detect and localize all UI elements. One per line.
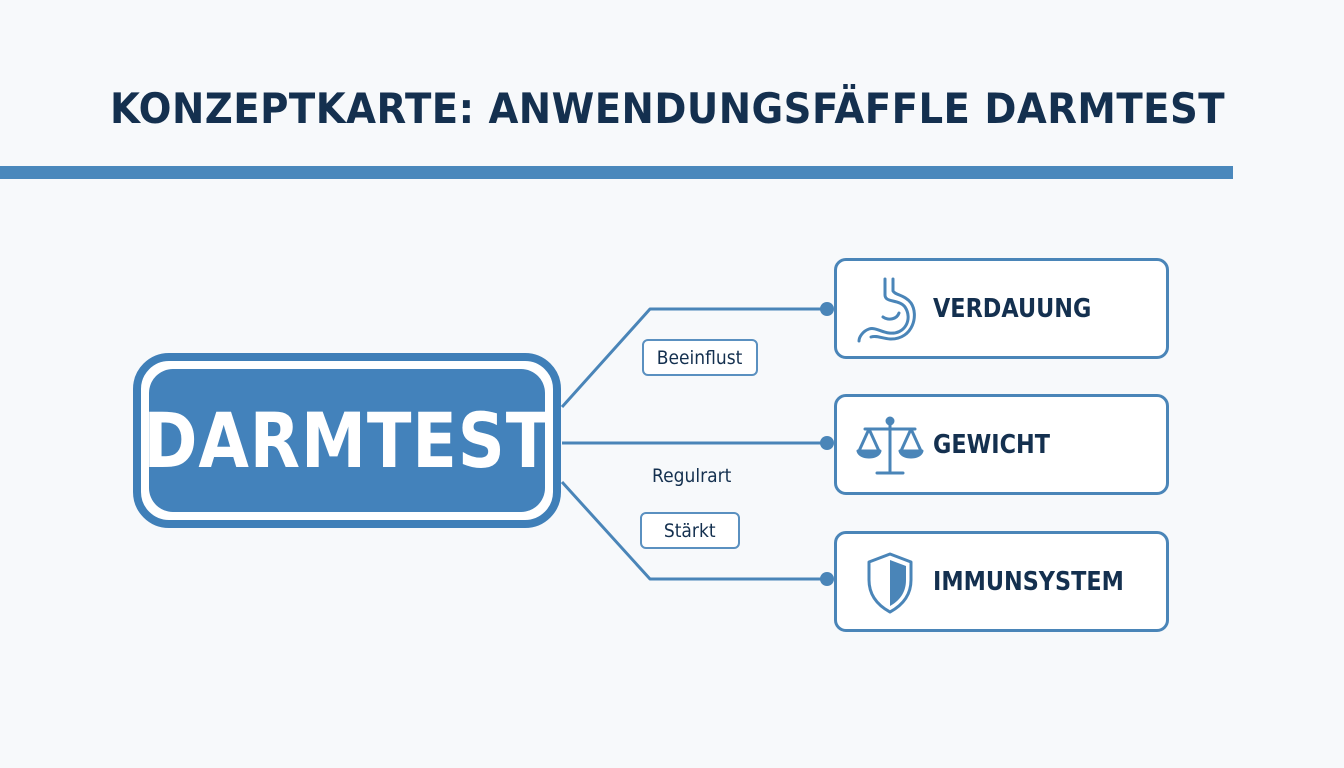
shield-icon [867,552,913,614]
connector-dot-immunsystem [820,572,834,586]
node-gewicht-label: GEWICHT [933,429,1050,460]
central-node[interactable]: DARMTEST [133,353,561,528]
edge-label-beeinflust: Beeinflust [642,339,758,376]
edge-label-staerkt-text: Stärkt [664,519,716,542]
title-divider [0,166,1233,179]
edge-label-staerkt: Stärkt [640,512,740,549]
central-node-label: DARMTEST [143,396,551,485]
connector-dot-gewicht [820,436,834,450]
central-node-fill: DARMTEST [143,369,550,512]
node-immunsystem[interactable]: IMMUNSYSTEM [834,531,1169,632]
edge-label-regulrart-text: Regulrart [652,465,732,487]
connector-immunsystem [560,480,827,581]
node-verdauung[interactable]: VERDAUUNG [834,258,1169,359]
connector-dot-verdauung [820,302,834,316]
page-title: KONZEPTKARTE: ANWENDUNGSFÄFFLE DARMTEST [110,84,1226,133]
node-immunsystem-label: IMMUNSYSTEM [933,566,1124,597]
stomach-icon [857,277,916,343]
node-gewicht[interactable]: GEWICHT [834,394,1169,495]
edge-label-regulrart: Regulrart [652,465,740,487]
connector-verdauung [560,307,827,409]
node-verdauung-label: VERDAUUNG [933,293,1092,324]
edge-label-beeinflust-text: Beeinflust [657,346,743,369]
balance-scale-icon [856,416,924,475]
